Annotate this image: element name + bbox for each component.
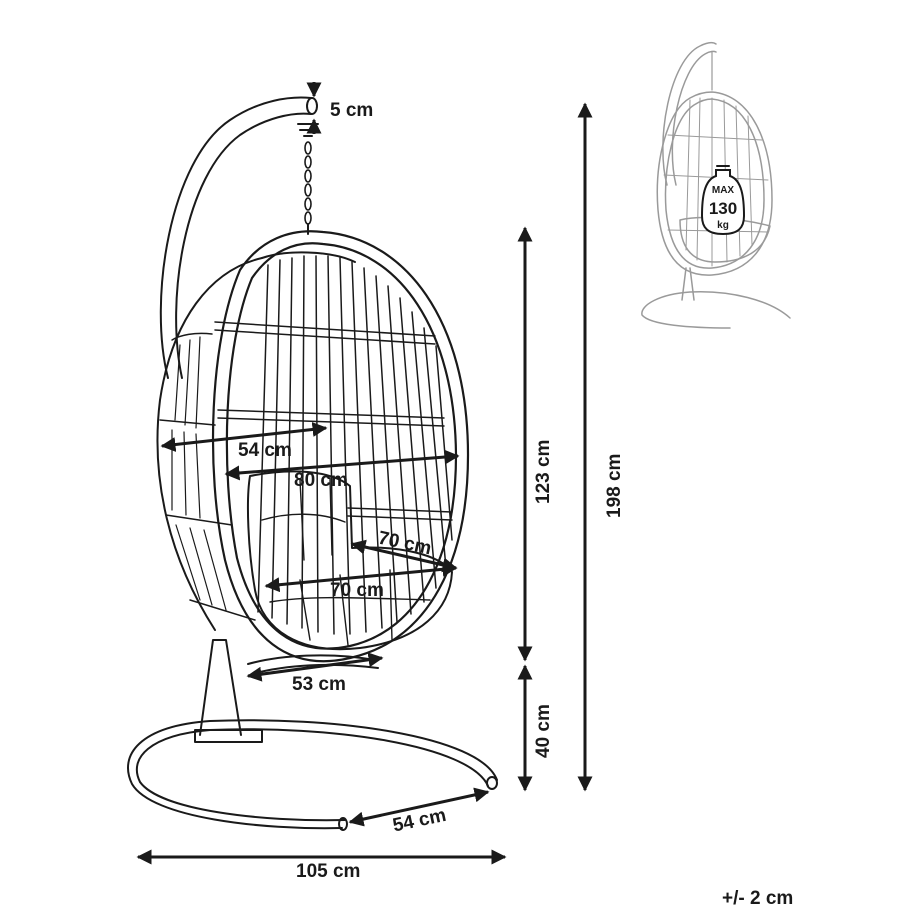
label-total-height: 198 cm [604,454,625,518]
weight-badge-max-label: MAX [712,185,735,196]
label-base-depth: 54 cm [391,805,448,837]
dim-base-depth-line [348,787,490,827]
label-seat-height: 40 cm [533,704,554,758]
dim-chair-depth-line [160,422,328,452]
label-seat-depth: 70 cm [376,528,433,560]
label-chair-depth: 54 cm [238,440,292,461]
chair-stand-pole [159,96,318,736]
dim-bottom-width-line [246,652,384,682]
basket-bottom-rail [247,654,379,675]
label-chain-gap: 5 cm [330,100,373,121]
max-weight-badge: MAX 130 kg [700,165,746,236]
basket-back-shell [156,257,263,631]
weight-badge-value: 130 [709,199,737,218]
label-base-width: 105 cm [296,861,360,882]
weight-badge-unit: kg [717,220,729,231]
dimension-lines [136,82,593,865]
label-chair-width: 80 cm [294,470,348,491]
label-seat-width: 70 cm [330,580,384,601]
dim-chair-width-line [224,449,460,481]
label-tolerance: +/- 2 cm [722,888,793,909]
main-chair-drawing [127,96,498,831]
label-bottom-width: 53 cm [292,674,346,695]
label-basket-height: 123 cm [533,440,554,504]
dim-seat-width-line [264,561,458,593]
thumbnail-chair: MAX 130 kg [641,41,791,329]
hanging-chain [297,123,319,235]
chair-base [127,719,498,831]
